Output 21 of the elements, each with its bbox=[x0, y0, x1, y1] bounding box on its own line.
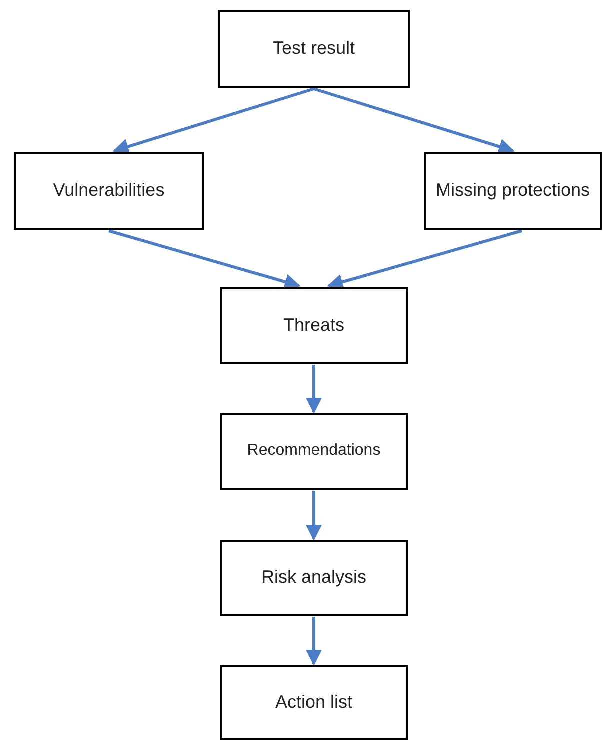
box-label: Test result bbox=[272, 37, 356, 60]
process-box bbox=[218, 10, 410, 88]
box-label: Risk analysis bbox=[261, 566, 367, 590]
arrow bbox=[327, 230, 522, 290]
box-label: Recommendations bbox=[247, 441, 381, 462]
process-box bbox=[220, 540, 408, 616]
arrow bbox=[112, 88, 314, 154]
arrow bbox=[314, 88, 515, 154]
box-label: Missing protections bbox=[436, 179, 590, 202]
process-box bbox=[220, 413, 408, 490]
process-box bbox=[14, 152, 204, 230]
arrow bbox=[306, 365, 322, 414]
arrow bbox=[306, 491, 322, 541]
process-box bbox=[424, 152, 602, 230]
box-label: Vulnerabilities bbox=[53, 179, 165, 202]
box-label: Threats bbox=[283, 314, 345, 337]
process-box bbox=[220, 287, 408, 364]
arrow bbox=[306, 617, 322, 666]
process-box bbox=[220, 665, 408, 740]
arrow bbox=[108, 230, 301, 290]
box-label: Action list bbox=[275, 690, 353, 714]
